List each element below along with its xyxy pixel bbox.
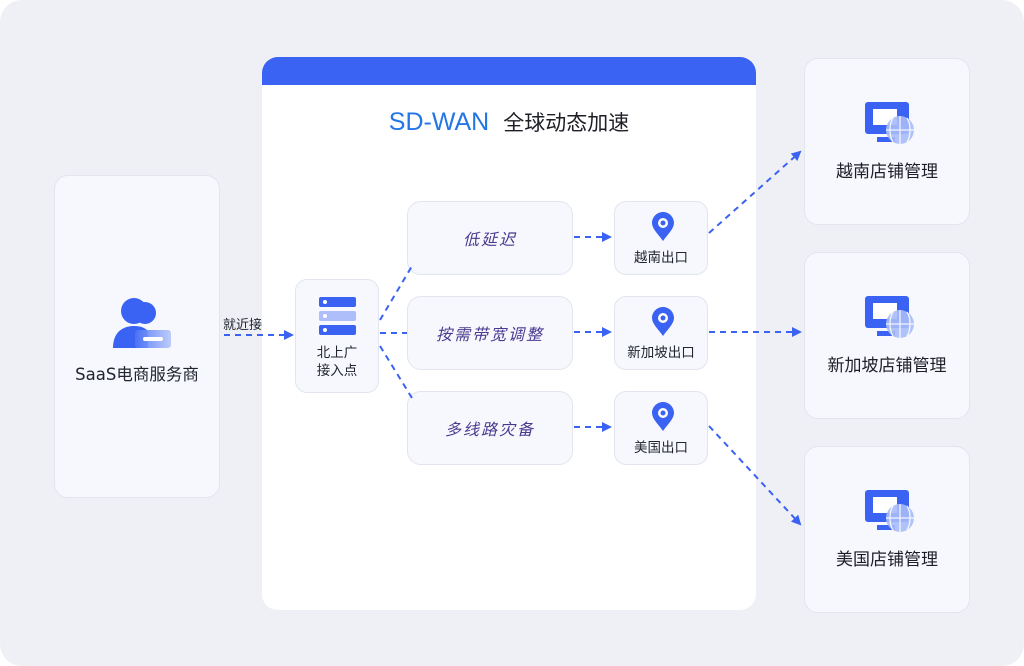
- exit-vietnam: 越南出口: [614, 201, 708, 275]
- store-label: 美国店铺管理: [836, 550, 938, 570]
- feature-multiline-disaster-recovery: 多线路灾备: [407, 391, 573, 465]
- feature-low-latency: 低延迟: [407, 201, 573, 275]
- exit-label: 越南出口: [634, 250, 688, 266]
- monitor-globe-icon: [865, 102, 914, 144]
- panel-brand: SD-WAN: [388, 108, 490, 136]
- panel-title: SD-WAN 全球动态加速: [262, 107, 756, 137]
- user-group-icon: [113, 298, 171, 348]
- store-label: 新加坡店铺管理: [827, 356, 947, 376]
- exit-singapore: 新加坡出口: [614, 296, 708, 370]
- location-pin-icon: [652, 402, 674, 431]
- store-usa: 美国店铺管理: [804, 446, 970, 613]
- monitor-globe-icon: [865, 296, 914, 338]
- server-icon: [319, 297, 356, 335]
- access-node-line1: 北上广: [316, 345, 358, 361]
- source-card-saas-provider: SaaS电商服务商: [54, 175, 220, 498]
- store-label: 越南店铺管理: [836, 162, 938, 182]
- panel-title-text: 全球动态加速: [503, 111, 630, 135]
- monitor-globe-icon: [865, 490, 914, 532]
- exit-label: 美国出口: [634, 440, 688, 456]
- exit-usa: 美国出口: [614, 391, 708, 465]
- location-pin-icon: [652, 307, 674, 336]
- store-vietnam: 越南店铺管理: [804, 58, 970, 225]
- source-label: SaaS电商服务商: [75, 365, 199, 384]
- store-singapore: 新加坡店铺管理: [804, 252, 970, 419]
- access-node-label: 北上广 接入点: [296, 344, 378, 380]
- feature-bandwidth-on-demand: 按需带宽调整: [407, 296, 573, 370]
- exit-label: 新加坡出口: [627, 345, 695, 361]
- location-pin-icon: [652, 212, 674, 241]
- access-node-card: 北上广 接入点: [295, 279, 379, 393]
- panel-header-bar: [262, 57, 756, 85]
- access-node-line2: 接入点: [316, 363, 358, 379]
